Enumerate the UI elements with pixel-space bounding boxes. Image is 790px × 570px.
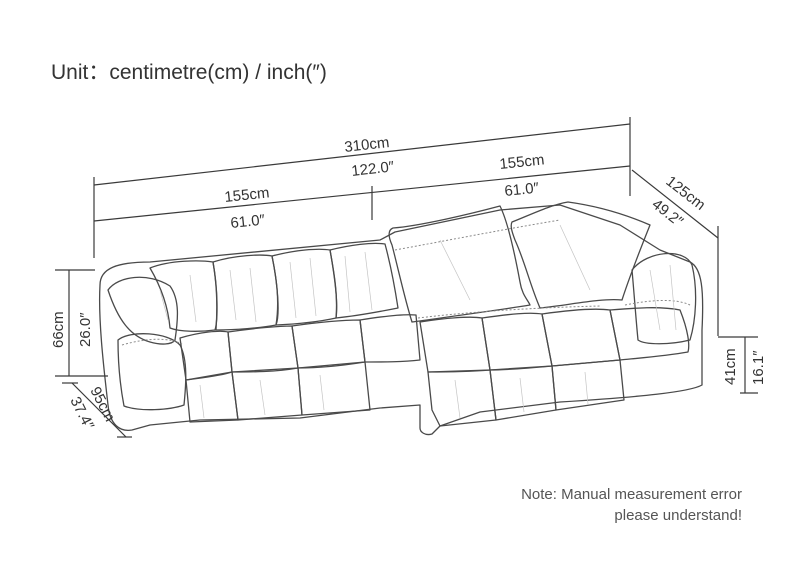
- base-block-2: [231, 367, 303, 421]
- seat-height-cm: 41cm: [722, 348, 739, 385]
- right-armrest: [631, 252, 697, 345]
- seat-cushion-2: [227, 325, 299, 373]
- base-block-3: [297, 361, 371, 416]
- back-cushion-4: [329, 242, 399, 319]
- left-section-in: 61.0″: [230, 211, 267, 232]
- base-block-6: [551, 359, 625, 411]
- base-block-5: [489, 365, 557, 421]
- back-cushion-3: [271, 248, 338, 326]
- total-length-in: 122.0″: [351, 158, 396, 180]
- seat-height-dimension: [718, 336, 758, 394]
- top-dimensions: [93, 117, 719, 336]
- seat-cushion-1: [179, 330, 233, 381]
- depth-dimension: [62, 382, 132, 438]
- unit-title: Unit：centimetre(cm) / inch(″): [51, 61, 327, 84]
- back-cushion-2: [212, 254, 279, 331]
- throw-pillow-right: [510, 201, 651, 309]
- right-section-in: 61.0″: [504, 179, 541, 200]
- seat-height-in: 16.1″: [750, 350, 767, 385]
- note-line-1: Note: Manual measurement error: [521, 486, 742, 503]
- seat-cushion-5: [419, 316, 491, 373]
- seat-cushion-4: [359, 314, 421, 363]
- base-block-4: [427, 369, 497, 427]
- sofa-illustration: [98, 201, 704, 436]
- measurement-note: Note: Manual measurement error please un…: [521, 484, 742, 526]
- height-in: 26.0″: [77, 312, 94, 347]
- sofa-outline: [98, 204, 704, 436]
- seat-cushion-6: [481, 312, 553, 371]
- left-section-cm: 155cm: [224, 184, 271, 206]
- left-armrest: [107, 276, 179, 345]
- seat-cushion-7: [541, 308, 621, 367]
- seat-cushion-8: [609, 307, 690, 361]
- back-cushion-1: [149, 260, 218, 332]
- total-length-cm: 310cm: [344, 134, 391, 156]
- throw-pillow-left: [388, 205, 531, 323]
- right-section-cm: 155cm: [499, 151, 546, 173]
- seat-cushion-3: [291, 319, 366, 369]
- chaise-depth-in: 49.2″: [649, 196, 687, 231]
- height-cm: 66cm: [50, 311, 67, 348]
- height-dimension: [55, 269, 108, 377]
- note-line-2: please understand!: [614, 507, 742, 524]
